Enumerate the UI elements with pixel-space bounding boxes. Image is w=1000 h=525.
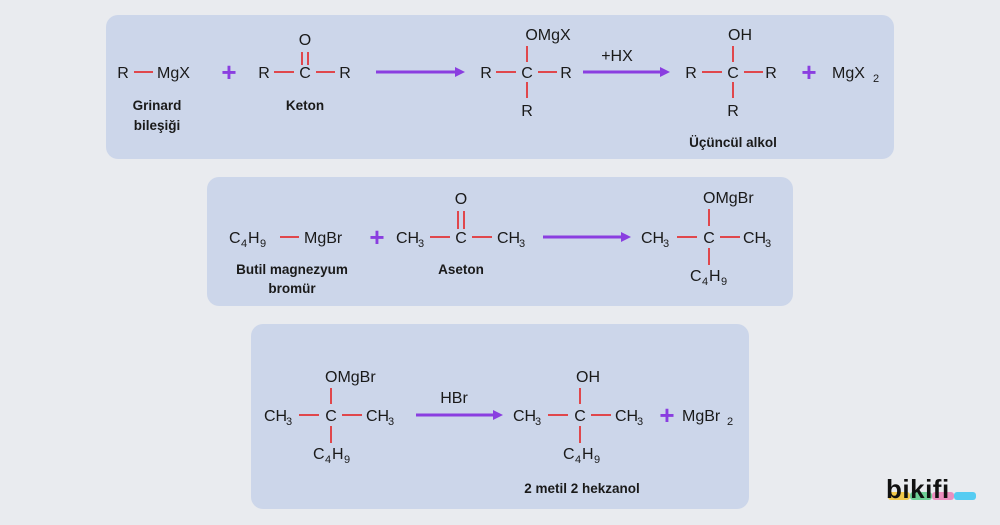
atom-c: C [574,408,586,425]
plus-sign: + [221,57,236,87]
atom-mgx2: MgX [832,65,865,82]
atom-c: C [455,230,467,247]
reaction-panel-general [106,15,894,159]
atom-ch3: CH [743,230,766,247]
condition-hbr: HBr [440,390,468,407]
subscript-2: 2 [727,416,733,428]
atom-ch3: CH [396,230,419,247]
subscript-9: 9 [594,454,600,466]
atom-c4h9-c: C [313,446,325,463]
atom-r: R [480,65,492,82]
atom-c: C [727,65,739,82]
subscript-2: 2 [873,73,879,85]
logo-bar-pink [932,492,954,500]
atom-c: C [325,408,337,425]
atom-mgbr: MgBr [304,230,343,247]
label-butyl-line1: Butil magnezyum [236,262,348,277]
atom-c4h9-h: H [582,446,594,463]
label-aseton: Aseton [438,262,484,277]
atom-r: R [117,65,129,82]
subscript-3: 3 [418,238,424,250]
atom-c4h9-h: H [709,268,721,285]
subscript-9: 9 [721,276,727,288]
atom-r: R [258,65,270,82]
plus-sign: + [659,400,674,430]
label-tertiary-alcohol: Üçüncül alkol [689,135,777,150]
subscript-3: 3 [663,238,669,250]
atom-c4h9-h: H [332,446,344,463]
condition-hx: +HX [601,48,633,65]
subscript-3: 3 [637,416,643,428]
atom-ch3: CH [366,408,389,425]
atom-r: R [560,65,572,82]
subscript-4: 4 [241,238,247,250]
subscript-3: 3 [535,416,541,428]
atom-ch3: CH [264,408,287,425]
atom-r: R [339,65,351,82]
atom-c4h9-c: C [563,446,575,463]
atom-r: R [765,65,777,82]
atom-c: C [521,65,533,82]
atom-r: R [685,65,697,82]
atom-o: O [455,191,467,208]
subscript-3: 3 [765,238,771,250]
reaction-panel-butyl [207,177,793,306]
subscript-4: 4 [325,454,331,466]
label-keton: Keton [286,98,324,113]
atom-mgbr2: MgBr [682,408,721,425]
plus-sign: + [801,57,816,87]
atom-oh: OH [576,369,600,386]
atom-c4h9-c: C [690,268,702,285]
label-product-name: 2 metil 2 hekzanol [524,481,640,496]
subscript-3: 3 [519,238,525,250]
logo-bar-green [910,492,932,500]
atom-o: O [299,32,311,49]
subscript-3: 3 [286,416,292,428]
atom-omgx: OMgX [525,27,571,44]
subscript-9: 9 [260,238,266,250]
label-butyl-line2: bromür [268,281,316,296]
atom-ch3: CH [497,230,520,247]
label-grinard-line1: Grinard [133,98,182,113]
subscript-4: 4 [575,454,581,466]
atom-mgx: MgX [157,65,190,82]
label-grinard-line2: bileşiği [134,118,181,133]
atom-omgbr: OMgBr [325,369,376,386]
logo-bar-yellow [888,492,910,500]
plus-sign: + [369,222,384,252]
atom-ch3: CH [513,408,536,425]
atom-oh: OH [728,27,752,44]
subscript-9: 9 [344,454,350,466]
atom-r: R [727,103,739,120]
atom-r: R [521,103,533,120]
subscript-3: 3 [388,416,394,428]
atom-omgbr: OMgBr [703,190,754,207]
subscript-4: 4 [702,276,708,288]
logo-bar-blue [954,492,976,500]
atom-c: C [299,65,311,82]
atom-c4h9-h: H [248,230,260,247]
atom-ch3: CH [641,230,664,247]
logo-text: bikifi [886,474,950,504]
atom-c: C [703,230,715,247]
brand-logo: bikifi [886,474,976,505]
atom-c4h9-c: C [229,230,241,247]
atom-ch3: CH [615,408,638,425]
